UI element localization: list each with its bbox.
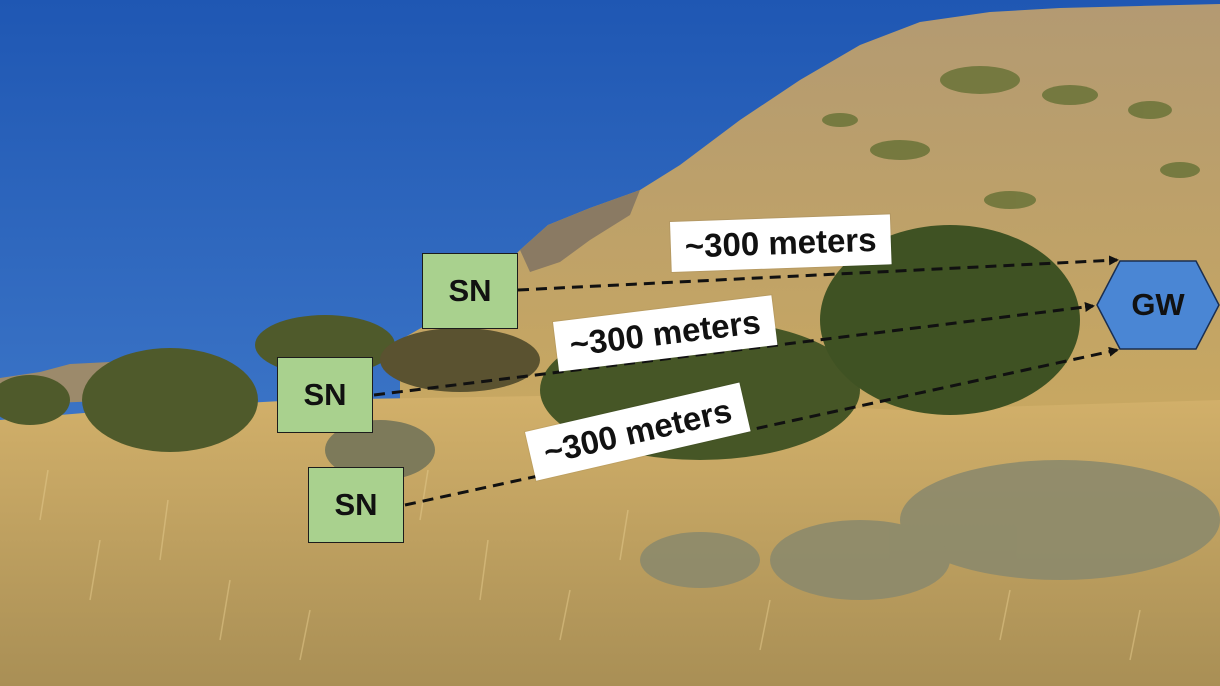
link-line-1: [517, 255, 1119, 292]
grass-field: [0, 395, 1220, 686]
link-line-2: [373, 302, 1095, 397]
distance-label-1: ~300 meters: [670, 214, 892, 272]
sagebrush: [640, 460, 1220, 600]
grass-texture: [39, 469, 1141, 661]
gateway-hexagon: [1096, 260, 1220, 350]
sensor-node-1: SN: [422, 253, 518, 329]
hillside-scrub: [822, 66, 1200, 209]
rocky-ledge: [520, 190, 640, 272]
link-lines: [373, 255, 1119, 507]
link-line-3: [404, 346, 1119, 507]
sensor-node-3: SN: [308, 467, 404, 543]
sensor-node-2: SN: [277, 357, 373, 433]
gateway-label: GW: [1131, 287, 1185, 322]
